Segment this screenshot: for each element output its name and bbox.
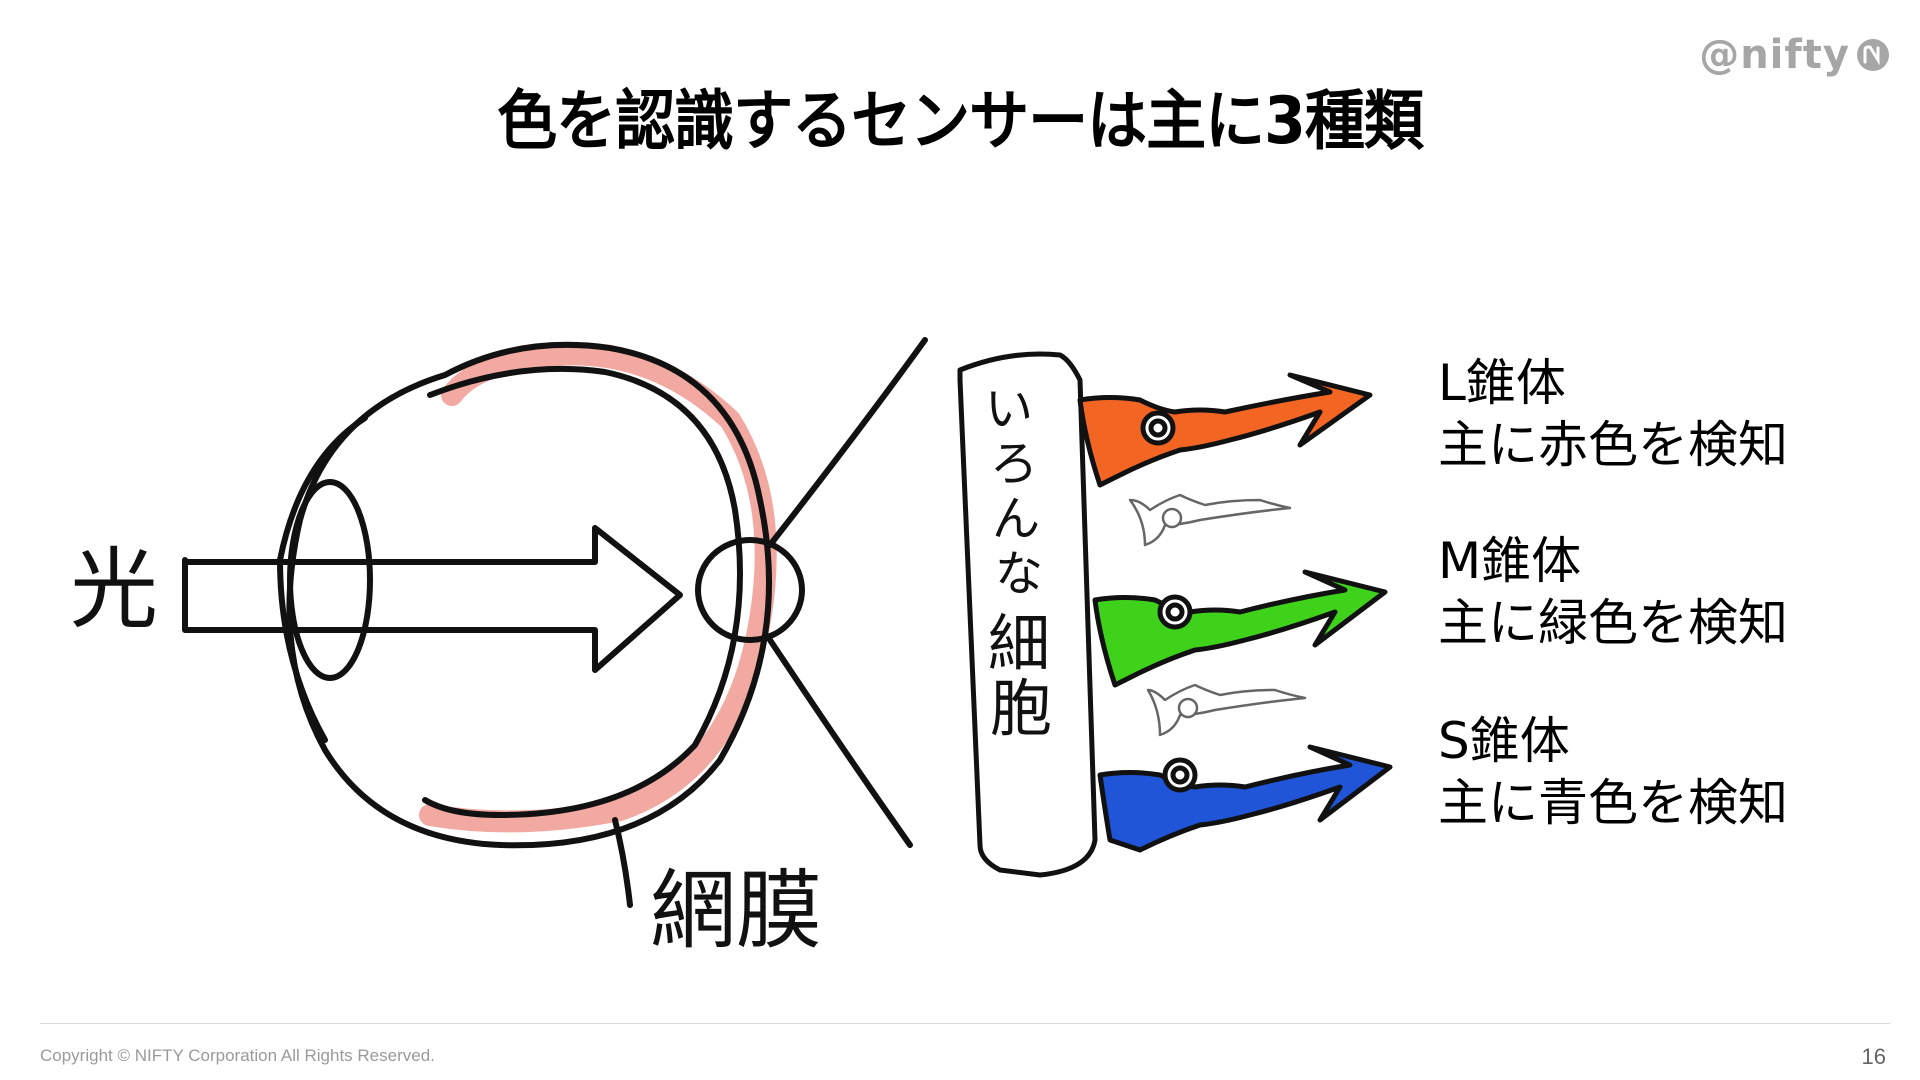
cells-char-6: 胞 bbox=[990, 672, 1052, 745]
eyeball bbox=[182, 337, 928, 908]
light-label: 光 bbox=[70, 538, 158, 641]
rod-cell-1 bbox=[1128, 493, 1292, 547]
cells-char-5: 細 bbox=[988, 607, 1050, 680]
cone-l-description: 主に赤色を検知 bbox=[1438, 416, 1788, 474]
slide-title: 色を認識するセンサーは主に3種類 bbox=[497, 83, 1424, 160]
page-number: 16 bbox=[1861, 1044, 1886, 1069]
cone-s-name: S錐体 bbox=[1438, 712, 1570, 770]
nifty-logo: @nifty bbox=[1699, 32, 1890, 78]
footer-divider bbox=[40, 1023, 1890, 1024]
lens bbox=[287, 479, 373, 681]
light-arrow bbox=[182, 525, 683, 673]
zoom-line-bottom bbox=[767, 637, 913, 848]
cone-m-name: M錐体 bbox=[1438, 532, 1582, 590]
logo-text: @nifty bbox=[1699, 32, 1850, 78]
cells-char-3: ん bbox=[992, 491, 1040, 547]
rod-cells bbox=[1128, 493, 1307, 737]
cone-label-s: S錐体 主に青色を検知 bbox=[1438, 710, 1788, 834]
nifty-logo-icon bbox=[1857, 39, 1889, 71]
cone-l-shape bbox=[1077, 372, 1373, 488]
zoom-circle bbox=[695, 537, 805, 643]
retina-label: 網膜 bbox=[650, 861, 822, 961]
cells-char-4: な bbox=[995, 546, 1043, 602]
rod-cell-2 bbox=[1146, 683, 1307, 737]
cells-bar: い ろ ん な 細 胞 bbox=[957, 351, 1098, 878]
cone-m-description: 主に緑色を検知 bbox=[1438, 594, 1788, 652]
retina-inner-edge bbox=[422, 365, 743, 818]
retina-band bbox=[419, 343, 777, 833]
cone-m-shape bbox=[1092, 569, 1388, 688]
cone-label-m: M錐体 主に緑色を検知 bbox=[1438, 530, 1788, 654]
copyright: Copyright © NIFTY Corporation All Rights… bbox=[40, 1046, 435, 1065]
cells-char-1: い bbox=[985, 381, 1033, 437]
retina-pointer bbox=[612, 817, 633, 908]
cells-char-2: ろ bbox=[990, 436, 1038, 492]
cone-cells bbox=[1077, 372, 1393, 853]
cone-l-name: L錐体 bbox=[1438, 354, 1566, 412]
zoom-line-top bbox=[767, 337, 928, 548]
cone-label-l: L錐体 主に赤色を検知 bbox=[1438, 352, 1788, 476]
cone-s-description: 主に青色を検知 bbox=[1438, 774, 1788, 832]
cone-s-shape bbox=[1097, 744, 1393, 853]
